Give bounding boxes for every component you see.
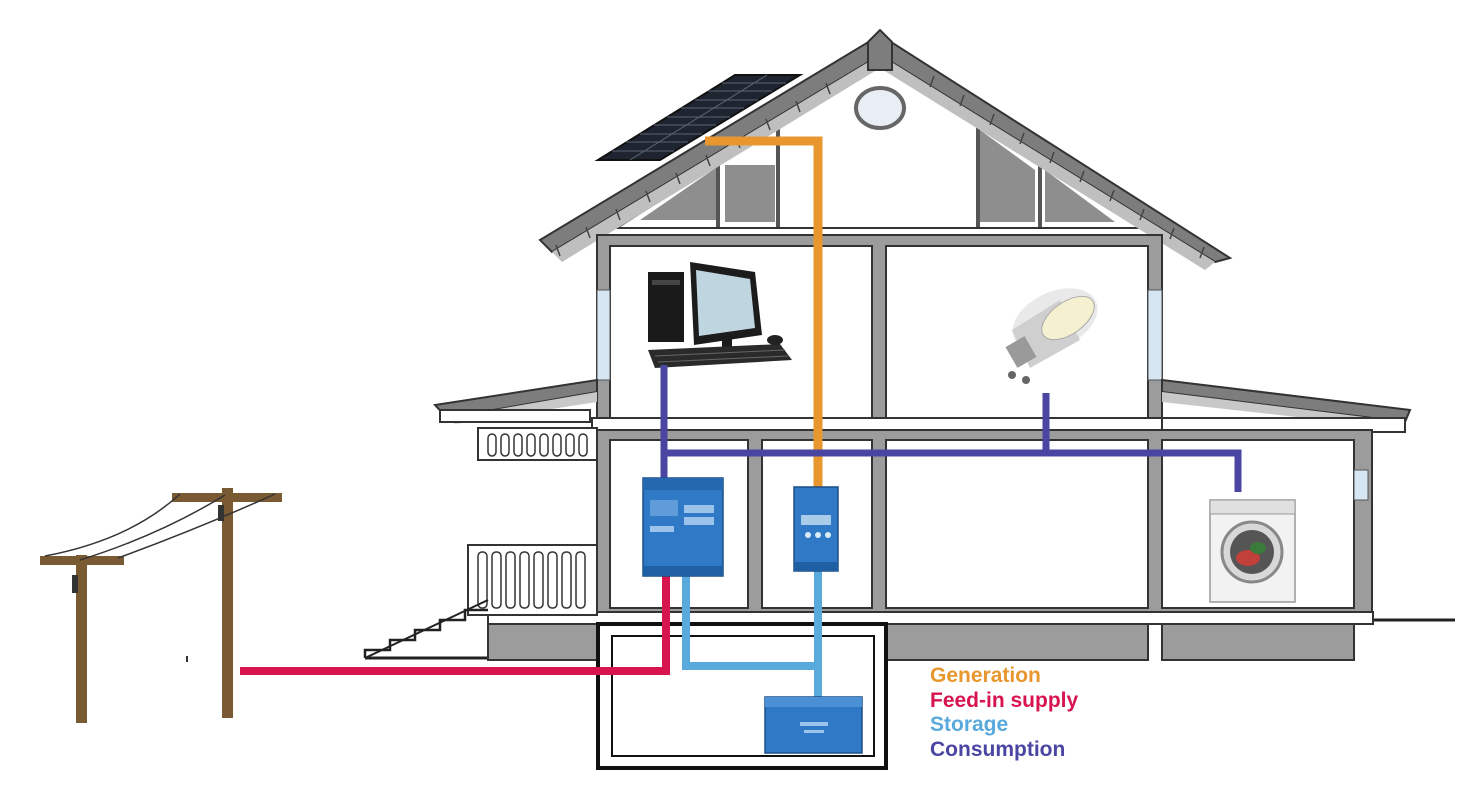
inverter-charger-icon xyxy=(642,477,724,577)
stairs xyxy=(363,599,489,659)
solar-charge-controller-icon xyxy=(793,486,839,572)
generation-line xyxy=(705,136,823,490)
legend-consumption: Consumption xyxy=(930,737,1066,761)
feed-in-line xyxy=(240,572,670,675)
utility-pole-icon xyxy=(40,488,282,723)
legend-generation: Generation xyxy=(930,664,1041,687)
legend-storage: Storage xyxy=(930,713,1009,736)
side-roofs xyxy=(432,378,1412,433)
legend: Generation Feed-in supply Storage Consum… xyxy=(930,664,1078,762)
washing-machine-icon xyxy=(1209,499,1296,603)
desktop-computer-icon xyxy=(637,262,797,376)
legend-feed-in: Feed-in supply xyxy=(930,688,1079,712)
balcony-lower xyxy=(467,544,598,616)
balcony-upper xyxy=(477,427,598,461)
solar-panel-icon xyxy=(594,74,804,161)
consumption-line xyxy=(660,365,1242,492)
battery-icon xyxy=(764,696,863,754)
led-bulb-icon xyxy=(1005,288,1098,384)
storage-line xyxy=(682,568,822,705)
